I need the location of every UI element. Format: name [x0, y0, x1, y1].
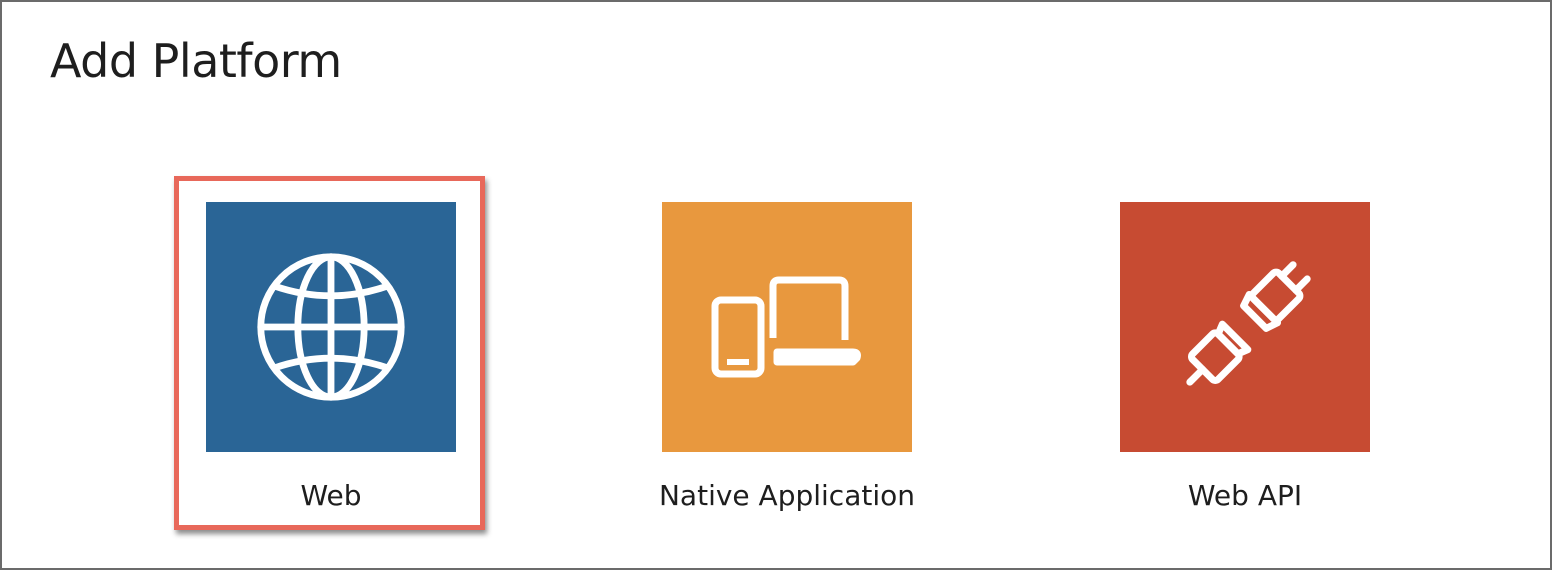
platform-option-web[interactable]: Web: [206, 202, 456, 510]
devices-icon: [707, 272, 867, 382]
platform-label-native-application: Native Application: [658, 479, 915, 512]
plug-icon: [1165, 247, 1325, 407]
platform-tile-web-api[interactable]: [1120, 202, 1370, 452]
platform-tile-web[interactable]: [206, 202, 456, 452]
platform-label-web: Web: [300, 479, 362, 512]
globe-icon: [253, 249, 409, 405]
platform-label-web-api: Web API: [1187, 479, 1303, 512]
platform-tile-native-application[interactable]: [662, 202, 912, 452]
dialog-title: Add Platform: [50, 34, 342, 88]
platform-option-web-api[interactable]: Web API: [1120, 202, 1370, 510]
platform-option-native-application[interactable]: Native Application: [659, 202, 915, 510]
